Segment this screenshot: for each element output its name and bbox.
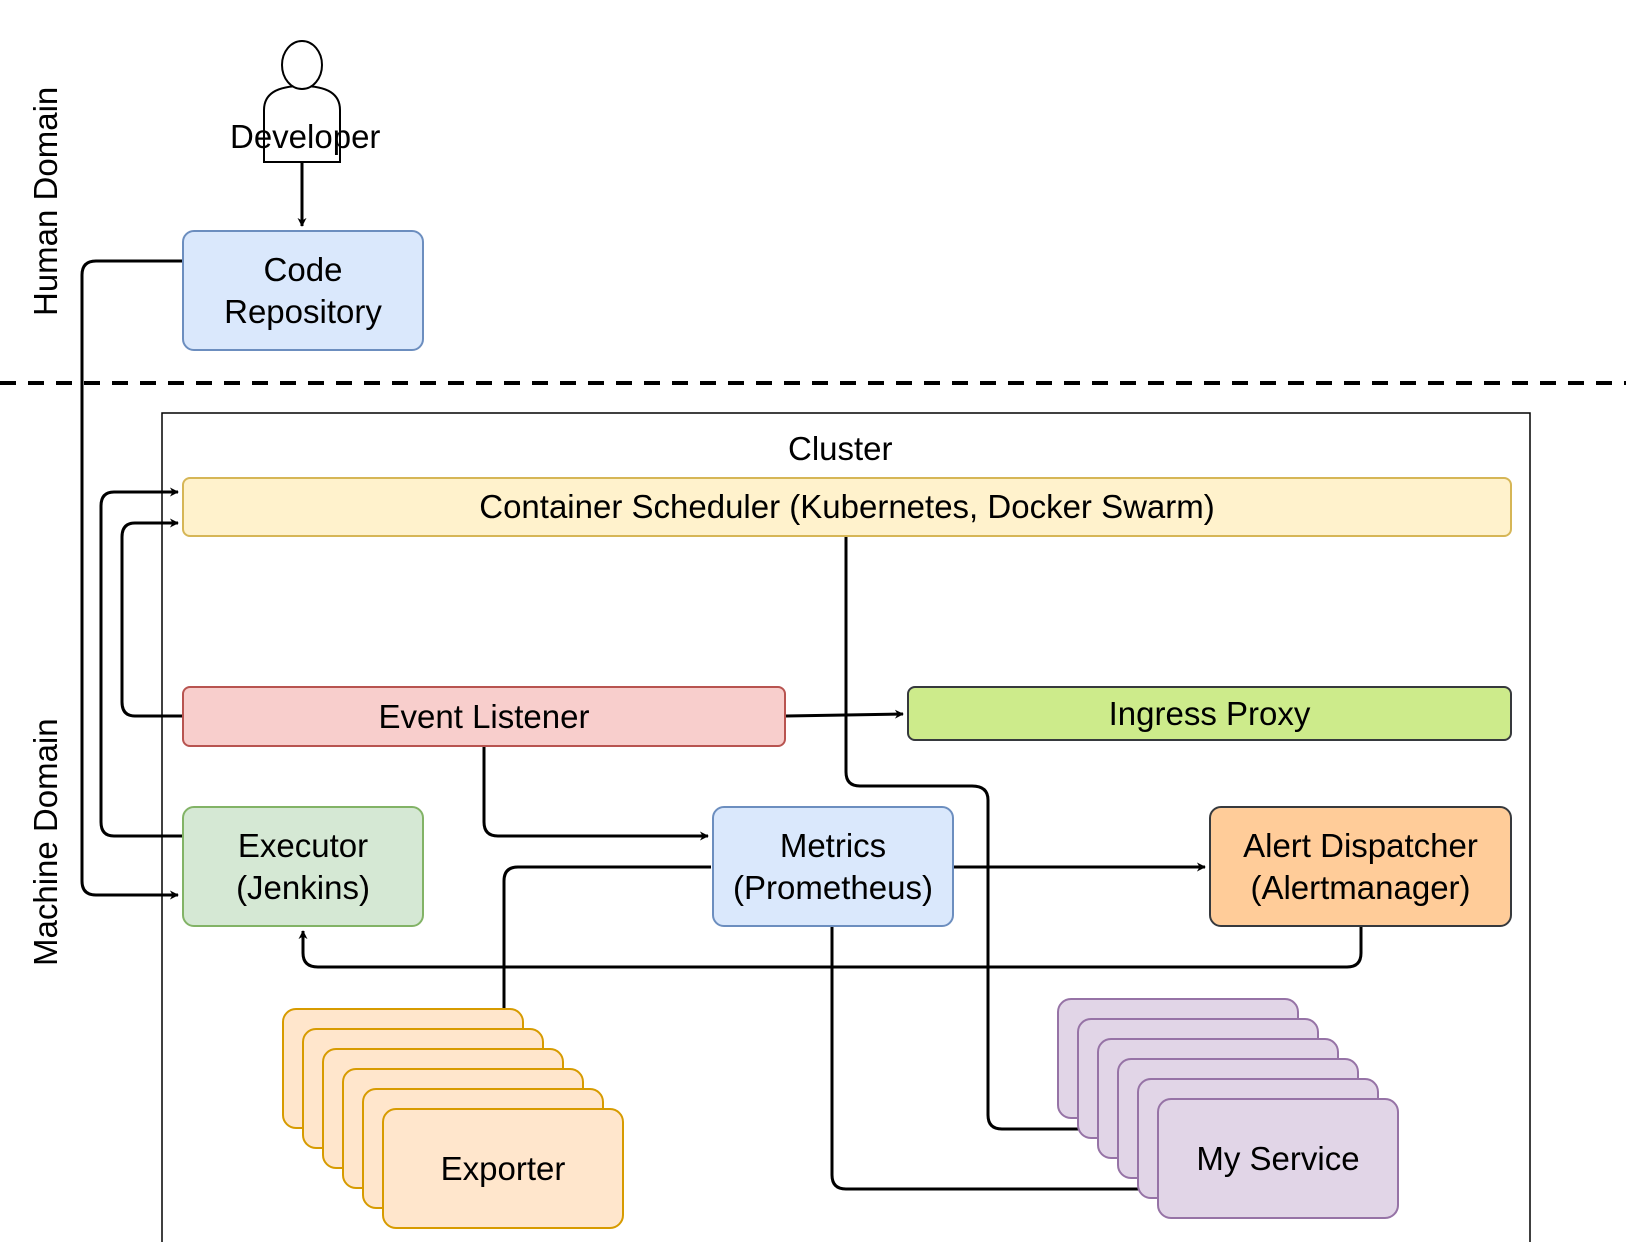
exporter-node[interactable]: Exporter	[382, 1108, 624, 1229]
cluster-label: Cluster	[788, 430, 893, 467]
code-repository-label: Code Repository	[224, 250, 382, 330]
container-scheduler-node[interactable]: Container Scheduler (Kubernetes, Docker …	[182, 477, 1512, 537]
machine-domain-label: Machine Domain	[27, 718, 64, 966]
event-listener-label: Event Listener	[378, 697, 590, 735]
metrics-label: Metrics (Prometheus)	[733, 826, 933, 906]
developer-icon	[263, 40, 341, 163]
edge-metrics-to-service	[830, 927, 1156, 1194]
edge-repo-to-executor	[80, 259, 182, 900]
edge-executor-to-scheduler	[99, 487, 182, 838]
ingress-proxy-node[interactable]: Ingress Proxy	[907, 686, 1512, 741]
ingress-proxy-label: Ingress Proxy	[1108, 694, 1311, 732]
metrics-node[interactable]: Metrics (Prometheus)	[712, 806, 954, 927]
container-scheduler-label: Container Scheduler (Kubernetes, Docker …	[479, 488, 1215, 525]
my-service-node[interactable]: My Service	[1157, 1098, 1399, 1219]
edge-listener-to-scheduler	[120, 518, 182, 718]
human-domain-label: Human Domain	[27, 86, 64, 316]
cluster-boundary	[161, 412, 1531, 1242]
event-listener-node[interactable]: Event Listener	[182, 686, 786, 747]
exporter-label: Exporter	[440, 1149, 566, 1187]
edge-alert-to-executor	[298, 927, 1363, 969]
developer-label: Developer	[230, 118, 381, 155]
executor-node[interactable]: Executor (Jenkins)	[182, 806, 424, 927]
edge-scheduler-to-service	[844, 537, 1156, 1134]
alert-dispatcher-node[interactable]: Alert Dispatcher (Alertmanager)	[1209, 806, 1512, 927]
my-service-label: My Service	[1196, 1139, 1360, 1177]
executor-label: Executor (Jenkins)	[236, 826, 370, 906]
code-repository-node[interactable]: Code Repository	[182, 230, 424, 351]
alert-dispatcher-label: Alert Dispatcher (Alertmanager)	[1243, 826, 1478, 906]
edge-metrics-to-exporter	[499, 865, 711, 1105]
edge-listener-to-metrics	[482, 746, 709, 841]
